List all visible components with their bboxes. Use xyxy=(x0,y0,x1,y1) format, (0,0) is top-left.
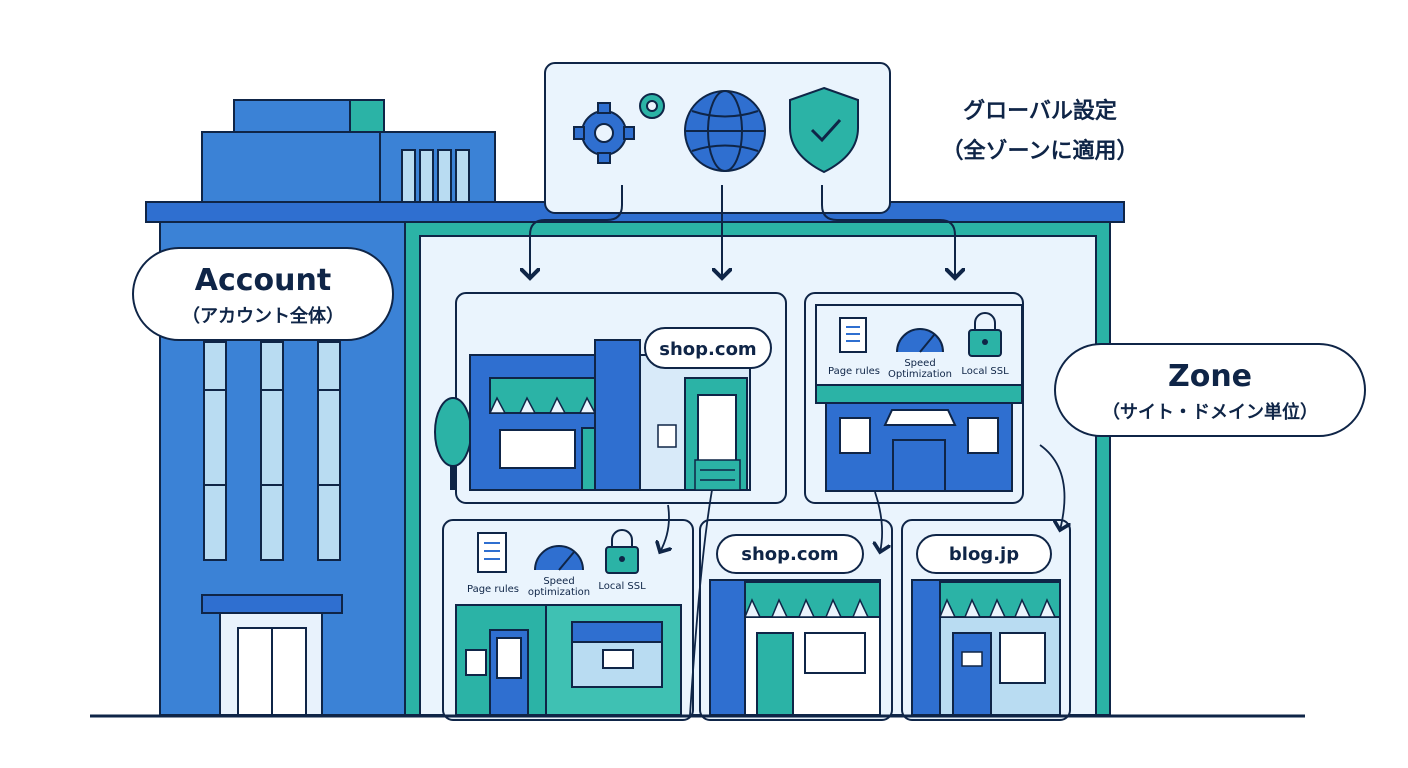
bottom-left-storefront xyxy=(455,604,682,716)
zone-bottom-middle: shop.com xyxy=(699,519,893,721)
zone-connector-arrows xyxy=(660,444,1065,716)
global-settings-arrows xyxy=(530,185,955,278)
zone-bottom-left: Page rules Speed optimization Local SSL xyxy=(442,519,694,721)
tower-windows xyxy=(203,341,341,561)
zone-bottom-right: blog.jp xyxy=(901,519,1071,721)
domain-tag-shop-top xyxy=(644,327,772,369)
zone-top-left: shop.com xyxy=(434,292,787,504)
domain-tag-blog xyxy=(916,534,1052,574)
page-rules-label-top: Page rules xyxy=(828,366,880,377)
shield-check-icon xyxy=(789,86,859,174)
speed-label-top-2: Optimization xyxy=(888,369,952,380)
tower-entrance xyxy=(201,594,343,716)
account-title: Account xyxy=(195,263,331,298)
global-settings-title: グローバル設定 xyxy=(963,98,1117,124)
domain-label-shop-bottom: shop.com xyxy=(741,544,838,565)
global-settings-panel xyxy=(544,62,891,214)
local-ssl-label-bottom: Local SSL xyxy=(598,581,646,592)
settings-shop-facade xyxy=(815,384,1023,492)
zone-top-right: Page rules Speed Optimization Local SSL xyxy=(804,292,1024,504)
rooftop-vents xyxy=(401,149,470,203)
gears-icon xyxy=(573,93,665,164)
zone-title: Zone xyxy=(1168,359,1252,394)
speedometer-icon xyxy=(534,545,584,571)
speedometer-icon xyxy=(896,328,944,353)
speed-label-bottom-1: Speed xyxy=(543,576,574,587)
account-subtitle: （アカウント全体） xyxy=(182,305,344,327)
speed-label-top-1: Speed xyxy=(904,358,935,369)
blog-storefront xyxy=(911,579,1061,716)
speed-label-bottom-2: optimization xyxy=(528,587,590,598)
page-rules-icon xyxy=(839,317,867,353)
globe-icon xyxy=(684,90,766,172)
zone-callout: Zone （サイト・ドメイン単位） xyxy=(1054,343,1366,437)
global-settings-subtitle: （全ゾーンに適用） xyxy=(942,138,1139,164)
account-callout: Account （アカウント全体） xyxy=(132,247,394,341)
page-rules-label-bottom: Page rules xyxy=(467,584,519,595)
page-rules-icon xyxy=(477,532,507,573)
middle-storefront xyxy=(709,579,881,716)
domain-label-blog: blog.jp xyxy=(949,544,1019,565)
padlock-icon xyxy=(605,529,639,574)
domain-tag-shop-bottom xyxy=(716,534,864,574)
local-ssl-label-top: Local SSL xyxy=(961,366,1009,377)
padlock-icon xyxy=(968,312,1002,357)
domain-label-shop-top: shop.com xyxy=(659,339,756,360)
shop-storefront xyxy=(469,339,751,491)
zone-subtitle: （サイト・ドメイン単位） xyxy=(1102,401,1318,423)
